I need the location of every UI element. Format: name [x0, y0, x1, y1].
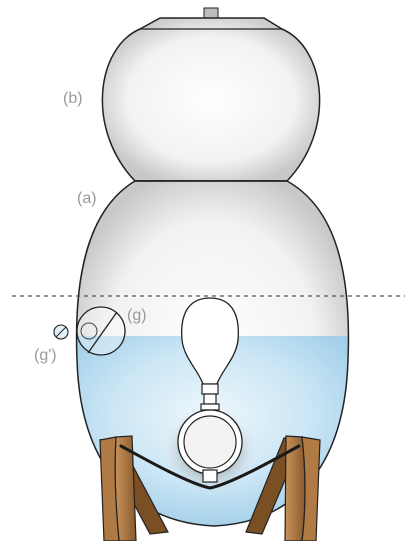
heater-wire: [119, 444, 301, 490]
upper-vessel: [101, 17, 321, 182]
bubble-g: [76, 306, 126, 356]
bubble-g-prime-slash: [55, 326, 67, 338]
label-upper-vessel: (b): [63, 90, 83, 107]
lamp-socket: [201, 383, 219, 395]
top-knob: [203, 7, 219, 19]
label-lower-vessel: (a): [77, 190, 97, 207]
stand-right-front: [301, 436, 321, 541]
heater-disc: [183, 415, 237, 469]
bubble-g-inner: [80, 322, 98, 340]
label-small-bubble: (g'): [34, 347, 57, 364]
label-bubble: (g): [127, 307, 147, 324]
bubble-g-slash: [87, 311, 118, 354]
heater-base: [202, 469, 218, 483]
lamp-stem: [203, 393, 217, 405]
lamp-stem-joint: [200, 403, 220, 411]
lower-vessel-outline: [75, 180, 350, 527]
